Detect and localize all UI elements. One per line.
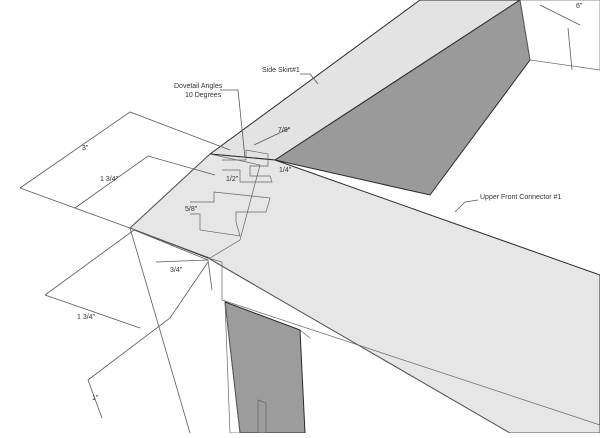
- dim-line-1: [87, 261, 209, 381]
- dim-line-3-4: [155, 259, 213, 291]
- dim-line-6-top: [539, 4, 581, 26]
- side-skirt-far-face: [519, 0, 600, 71]
- label-dim-3: 3": [82, 145, 89, 152]
- dim-line-1-base: [87, 379, 103, 419]
- leg-edge: [299, 329, 311, 339]
- label-dim-1-3-4-bottom: 1 3/4": [77, 314, 96, 321]
- label-dim-1: 1": [92, 395, 99, 402]
- label-dim-1-2: 1/2": [226, 176, 239, 183]
- label-dovetail-line2: 10 Degrees: [185, 92, 222, 99]
- joint-region-shade: [129, 153, 261, 259]
- dovetail-upper: [222, 149, 273, 183]
- dovetail-lower: [190, 191, 271, 237]
- dim-line-1-3-4-base: [44, 294, 141, 329]
- dim-line-1-3-4-top: [74, 155, 216, 209]
- dim-leg-diag: [129, 227, 191, 434]
- label-upper-front-connector: Upper Front Connector #1: [480, 194, 561, 201]
- dim-line-6: [567, 27, 573, 71]
- label-dim-1-3-4-top: 1 3/4": [100, 176, 119, 183]
- leader-upper-front: [454, 199, 479, 213]
- leader-side-skirt: [300, 73, 319, 85]
- label-dovetail-line1: Dovetail Angles: [174, 83, 223, 90]
- label-dim-6: 6": [576, 3, 583, 10]
- label-dim-7-8: 7/8": [278, 127, 291, 134]
- label-side-skirt: Side Skirt#1: [262, 67, 300, 74]
- leg-dark-face: [224, 301, 306, 434]
- label-dim-5-8: 5/8": [185, 206, 198, 213]
- dim-line-3: [19, 111, 231, 189]
- label-dim-3-4: 3/4": [170, 267, 183, 274]
- leader-dovetail: [220, 89, 246, 159]
- dim-line-1-3-4-bottom: [44, 229, 209, 296]
- dim-line-7-8: [253, 127, 291, 146]
- label-dim-1-4: 1/4": [279, 167, 292, 174]
